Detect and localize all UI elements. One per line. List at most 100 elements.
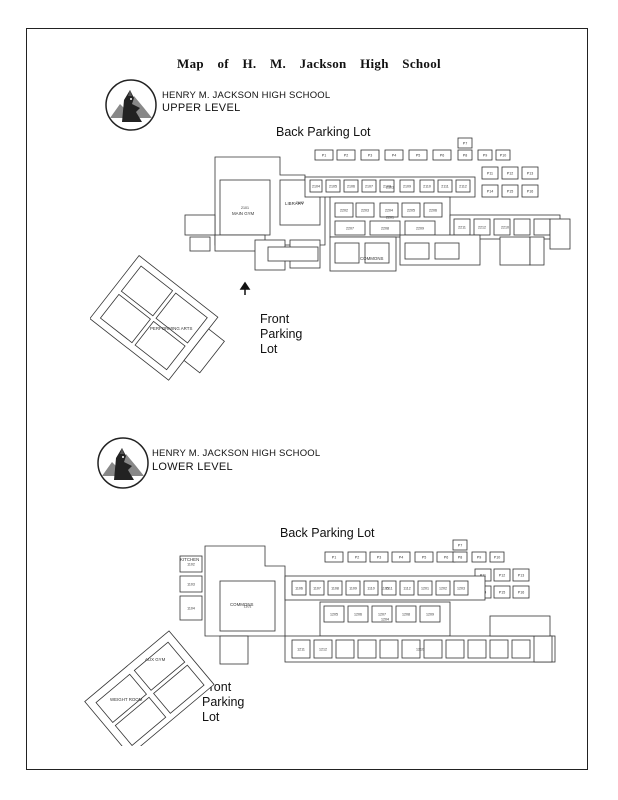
room-number: P16: [527, 189, 533, 193]
portable: [493, 568, 511, 582]
room-number: 1209: [426, 612, 434, 616]
room-number: 2205: [407, 208, 415, 212]
room-number: 1212: [319, 647, 327, 651]
room-number: 2203: [361, 208, 369, 212]
room-number: 1106: [295, 586, 303, 590]
lower-level-label: LOWER LEVEL: [152, 461, 233, 473]
room-number: P15: [499, 590, 505, 594]
portable: [512, 585, 530, 599]
room-number: P9: [483, 153, 487, 157]
portable: [408, 149, 428, 161]
upper-level-label: UPPER LEVEL: [162, 102, 241, 114]
room-number: P5: [416, 153, 420, 157]
portable: [477, 149, 493, 161]
room-number: 1208: [402, 612, 410, 616]
room-number: P10: [494, 555, 500, 559]
room-number: P16: [518, 590, 524, 594]
room-number: P8: [458, 555, 462, 559]
lower-school-name: HENRY M. JACKSON HIGH SCHOOL: [152, 448, 321, 459]
room-number: P4: [399, 555, 403, 559]
room-number: P13: [518, 573, 524, 577]
portable: [471, 551, 487, 563]
room-number: 1210: [416, 647, 424, 651]
room-number: 1108: [331, 586, 339, 590]
room-number: 2106: [347, 184, 355, 188]
room-number: 2110: [423, 184, 431, 188]
room-number: P11: [480, 573, 486, 577]
room-number: 2206: [429, 208, 437, 212]
portable: [452, 539, 468, 551]
room-number: 1206: [354, 612, 362, 616]
room-number: 1202: [439, 586, 447, 590]
room-number: 1107: [313, 586, 321, 590]
room-number: 1211: [297, 647, 305, 651]
room-number: 2109: [403, 184, 411, 188]
lower-front-parking-lot: Front Parking Lot: [202, 680, 245, 724]
portable: [501, 184, 519, 198]
portable: [457, 137, 473, 149]
room-number: 2107: [365, 184, 373, 188]
room-number: 1101: [244, 604, 252, 608]
lower-gym-wing: [84, 630, 215, 746]
page-border: [26, 28, 588, 770]
room-number: 2208: [381, 226, 389, 230]
room-number: P12: [499, 573, 505, 577]
portable: [452, 551, 468, 563]
portable: [414, 551, 434, 563]
upper-area-label: PERFORMING ARTS: [150, 326, 192, 331]
room-number: 1104: [187, 606, 195, 610]
room-number: 2211: [458, 225, 466, 229]
portable: [489, 551, 505, 563]
room-number: P5: [422, 555, 426, 559]
portable: [384, 149, 404, 161]
room-number: P3: [368, 153, 372, 157]
room-number: P6: [444, 555, 448, 559]
room-number: 1204: [381, 617, 389, 621]
upper-area-label: COMMONS: [360, 256, 383, 261]
upper-area-label: MAIN GYM: [232, 211, 255, 216]
room-number: 2103: [386, 185, 394, 189]
upper-area-label: LIBRARY: [285, 201, 304, 206]
room-number: 1112: [403, 586, 410, 590]
portable: [360, 149, 380, 161]
room-number: 1203: [457, 586, 465, 590]
room-number: 2202: [340, 208, 348, 212]
portable: [521, 184, 539, 198]
room-number: 2102: [296, 201, 304, 205]
room-number: 2212: [478, 225, 486, 229]
room-number: 2111: [441, 184, 448, 188]
room-number: 2108: [383, 184, 391, 188]
portable: [391, 551, 411, 563]
portable: [493, 585, 511, 599]
lower-area-label: WEIGHT ROOM: [110, 697, 143, 702]
room-number: 1102: [187, 562, 195, 566]
room-number: 1105: [381, 586, 389, 590]
lower-area-label: AUX GYM: [145, 657, 166, 662]
room-number: P11: [487, 171, 493, 175]
room-number: P2: [344, 153, 348, 157]
upper-gym-wing: [90, 255, 225, 381]
room-number: P6: [440, 153, 444, 157]
room-number: 2210: [501, 225, 509, 229]
portable: [481, 184, 499, 198]
upper-front-parking-lot: Front Parking Lot: [260, 312, 303, 356]
room-number: 1201: [421, 586, 429, 590]
portable: [314, 149, 334, 161]
room-number: P14: [487, 189, 493, 193]
room-number: 1207: [378, 612, 386, 616]
room-number: 1111: [385, 586, 392, 590]
room-number: 2101: [241, 206, 249, 210]
portable: [369, 551, 389, 563]
room-number: P9: [477, 555, 481, 559]
room-number: P13: [527, 171, 533, 175]
room-number: P2: [355, 555, 359, 559]
portable: [457, 149, 473, 161]
room-number: 2204: [385, 208, 393, 212]
wolf-logo-icon: [104, 78, 158, 132]
room-number: P15: [507, 189, 513, 193]
upper-back-parking-lot: Back Parking Lot: [276, 125, 371, 139]
room-number: P3: [377, 555, 381, 559]
